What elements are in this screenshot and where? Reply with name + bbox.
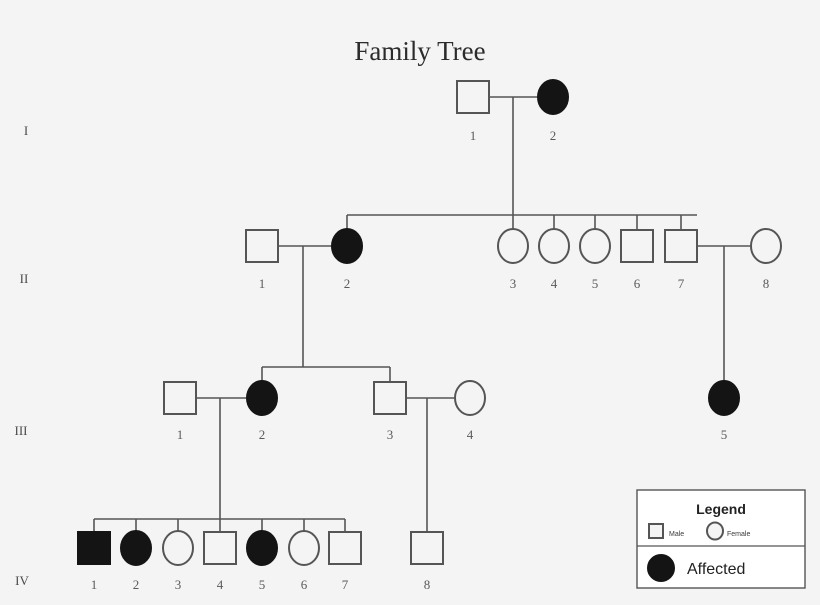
unaffected-female-symbol-icon[interactable] xyxy=(288,530,320,566)
individual-number-iii-1: 1 xyxy=(177,427,184,442)
individual-iv-1[interactable]: 1 xyxy=(77,531,111,592)
female-symbol-icon xyxy=(706,521,724,541)
unaffected-female-symbol-icon[interactable] xyxy=(454,380,486,416)
unaffected-female-symbol-icon[interactable] xyxy=(497,228,529,264)
affected-female-symbol-icon[interactable] xyxy=(120,530,152,566)
affected-female-symbol-icon[interactable] xyxy=(246,530,278,566)
unaffected-male-symbol-icon[interactable] xyxy=(456,80,490,114)
individual-number-iv-8: 8 xyxy=(424,577,431,592)
individual-iii-4[interactable]: 4 xyxy=(454,380,486,442)
individual-number-iv-5: 5 xyxy=(259,577,266,592)
individual-number-ii-8: 8 xyxy=(763,276,770,291)
generation-label-ii: II xyxy=(20,271,29,286)
individual-iv-3[interactable]: 3 xyxy=(162,530,194,592)
individual-number-iii-5: 5 xyxy=(721,427,728,442)
individual-number-ii-5: 5 xyxy=(592,276,599,291)
individual-ii-7[interactable]: 7 xyxy=(664,229,698,291)
individual-number-iv-1: 1 xyxy=(91,577,98,592)
affected-female-symbol-icon[interactable] xyxy=(537,79,569,115)
individual-number-ii-7: 7 xyxy=(678,276,685,291)
unaffected-male-symbol-icon[interactable] xyxy=(664,229,698,263)
individuals-group: 1 2 1 2 3 4 5 6 7 8 1 2 3 4 5 1 2 3 4 5 6 7 8 xyxy=(77,79,782,592)
legend-female-label: Female xyxy=(727,531,750,538)
individual-number-iii-3: 3 xyxy=(387,427,394,442)
individual-number-ii-2: 2 xyxy=(344,276,351,291)
unaffected-male-symbol-icon[interactable] xyxy=(245,229,279,263)
individual-iv-6[interactable]: 6 xyxy=(288,530,320,592)
individual-ii-1[interactable]: 1 xyxy=(245,229,279,291)
individual-number-i-2: 2 xyxy=(550,128,557,143)
individual-number-ii-3: 3 xyxy=(510,276,517,291)
individual-ii-8[interactable]: 8 xyxy=(750,228,782,291)
individual-ii-6[interactable]: 6 xyxy=(620,229,654,291)
unaffected-male-symbol-icon[interactable] xyxy=(373,381,407,415)
individual-iii-3[interactable]: 3 xyxy=(373,381,407,442)
individual-iii-5[interactable]: 5 xyxy=(708,380,740,442)
individual-ii-2[interactable]: 2 xyxy=(331,228,363,291)
individual-iii-1[interactable]: 1 xyxy=(163,381,197,442)
individual-number-iii-4: 4 xyxy=(467,427,474,442)
individual-ii-5[interactable]: 5 xyxy=(579,228,611,291)
individual-number-ii-4: 4 xyxy=(551,276,558,291)
legend: Legend Male Female Affected xyxy=(636,489,806,589)
legend-affected-label: Affected xyxy=(687,561,745,578)
legend-title: Legend xyxy=(696,501,746,517)
generation-label-i: I xyxy=(24,123,28,138)
generation-label-iv: IV xyxy=(15,573,29,588)
page-title: Family Tree xyxy=(354,36,485,66)
individual-i-1[interactable]: 1 xyxy=(456,80,490,143)
affected-female-symbol-icon[interactable] xyxy=(331,228,363,264)
unaffected-male-symbol-icon[interactable] xyxy=(163,381,197,415)
unaffected-female-symbol-icon[interactable] xyxy=(538,228,570,264)
individual-iv-7[interactable]: 7 xyxy=(328,531,362,592)
generation-label-iii: III xyxy=(15,423,28,438)
unaffected-male-symbol-icon[interactable] xyxy=(410,531,444,565)
unaffected-male-symbol-icon[interactable] xyxy=(203,531,237,565)
affected-symbol-icon xyxy=(647,554,675,582)
individual-number-iv-3: 3 xyxy=(175,577,182,592)
individual-ii-3[interactable]: 3 xyxy=(497,228,529,291)
affected-female-symbol-icon[interactable] xyxy=(246,380,278,416)
individual-number-iv-6: 6 xyxy=(301,577,308,592)
unaffected-male-symbol-icon[interactable] xyxy=(328,531,362,565)
unaffected-female-symbol-icon[interactable] xyxy=(750,228,782,264)
male-symbol-icon xyxy=(648,523,664,539)
individual-iv-2[interactable]: 2 xyxy=(120,530,152,592)
individual-number-ii-1: 1 xyxy=(259,276,266,291)
individual-i-2[interactable]: 2 xyxy=(537,79,569,143)
individual-iv-5[interactable]: 5 xyxy=(246,530,278,592)
individual-number-i-1: 1 xyxy=(470,128,477,143)
individual-number-iv-7: 7 xyxy=(342,577,349,592)
affected-female-symbol-icon[interactable] xyxy=(708,380,740,416)
individual-ii-4[interactable]: 4 xyxy=(538,228,570,291)
individual-iv-8[interactable]: 8 xyxy=(410,531,444,592)
individual-number-iv-2: 2 xyxy=(133,577,140,592)
unaffected-female-symbol-icon[interactable] xyxy=(579,228,611,264)
legend-male-label: Male xyxy=(669,531,684,538)
individual-iv-4[interactable]: 4 xyxy=(203,531,237,592)
unaffected-male-symbol-icon[interactable] xyxy=(620,229,654,263)
individual-number-iv-4: 4 xyxy=(217,577,224,592)
affected-male-symbol-icon[interactable] xyxy=(77,531,111,565)
individual-number-ii-6: 6 xyxy=(634,276,641,291)
unaffected-female-symbol-icon[interactable] xyxy=(162,530,194,566)
individual-number-iii-2: 2 xyxy=(259,427,266,442)
individual-iii-2[interactable]: 2 xyxy=(246,380,278,442)
